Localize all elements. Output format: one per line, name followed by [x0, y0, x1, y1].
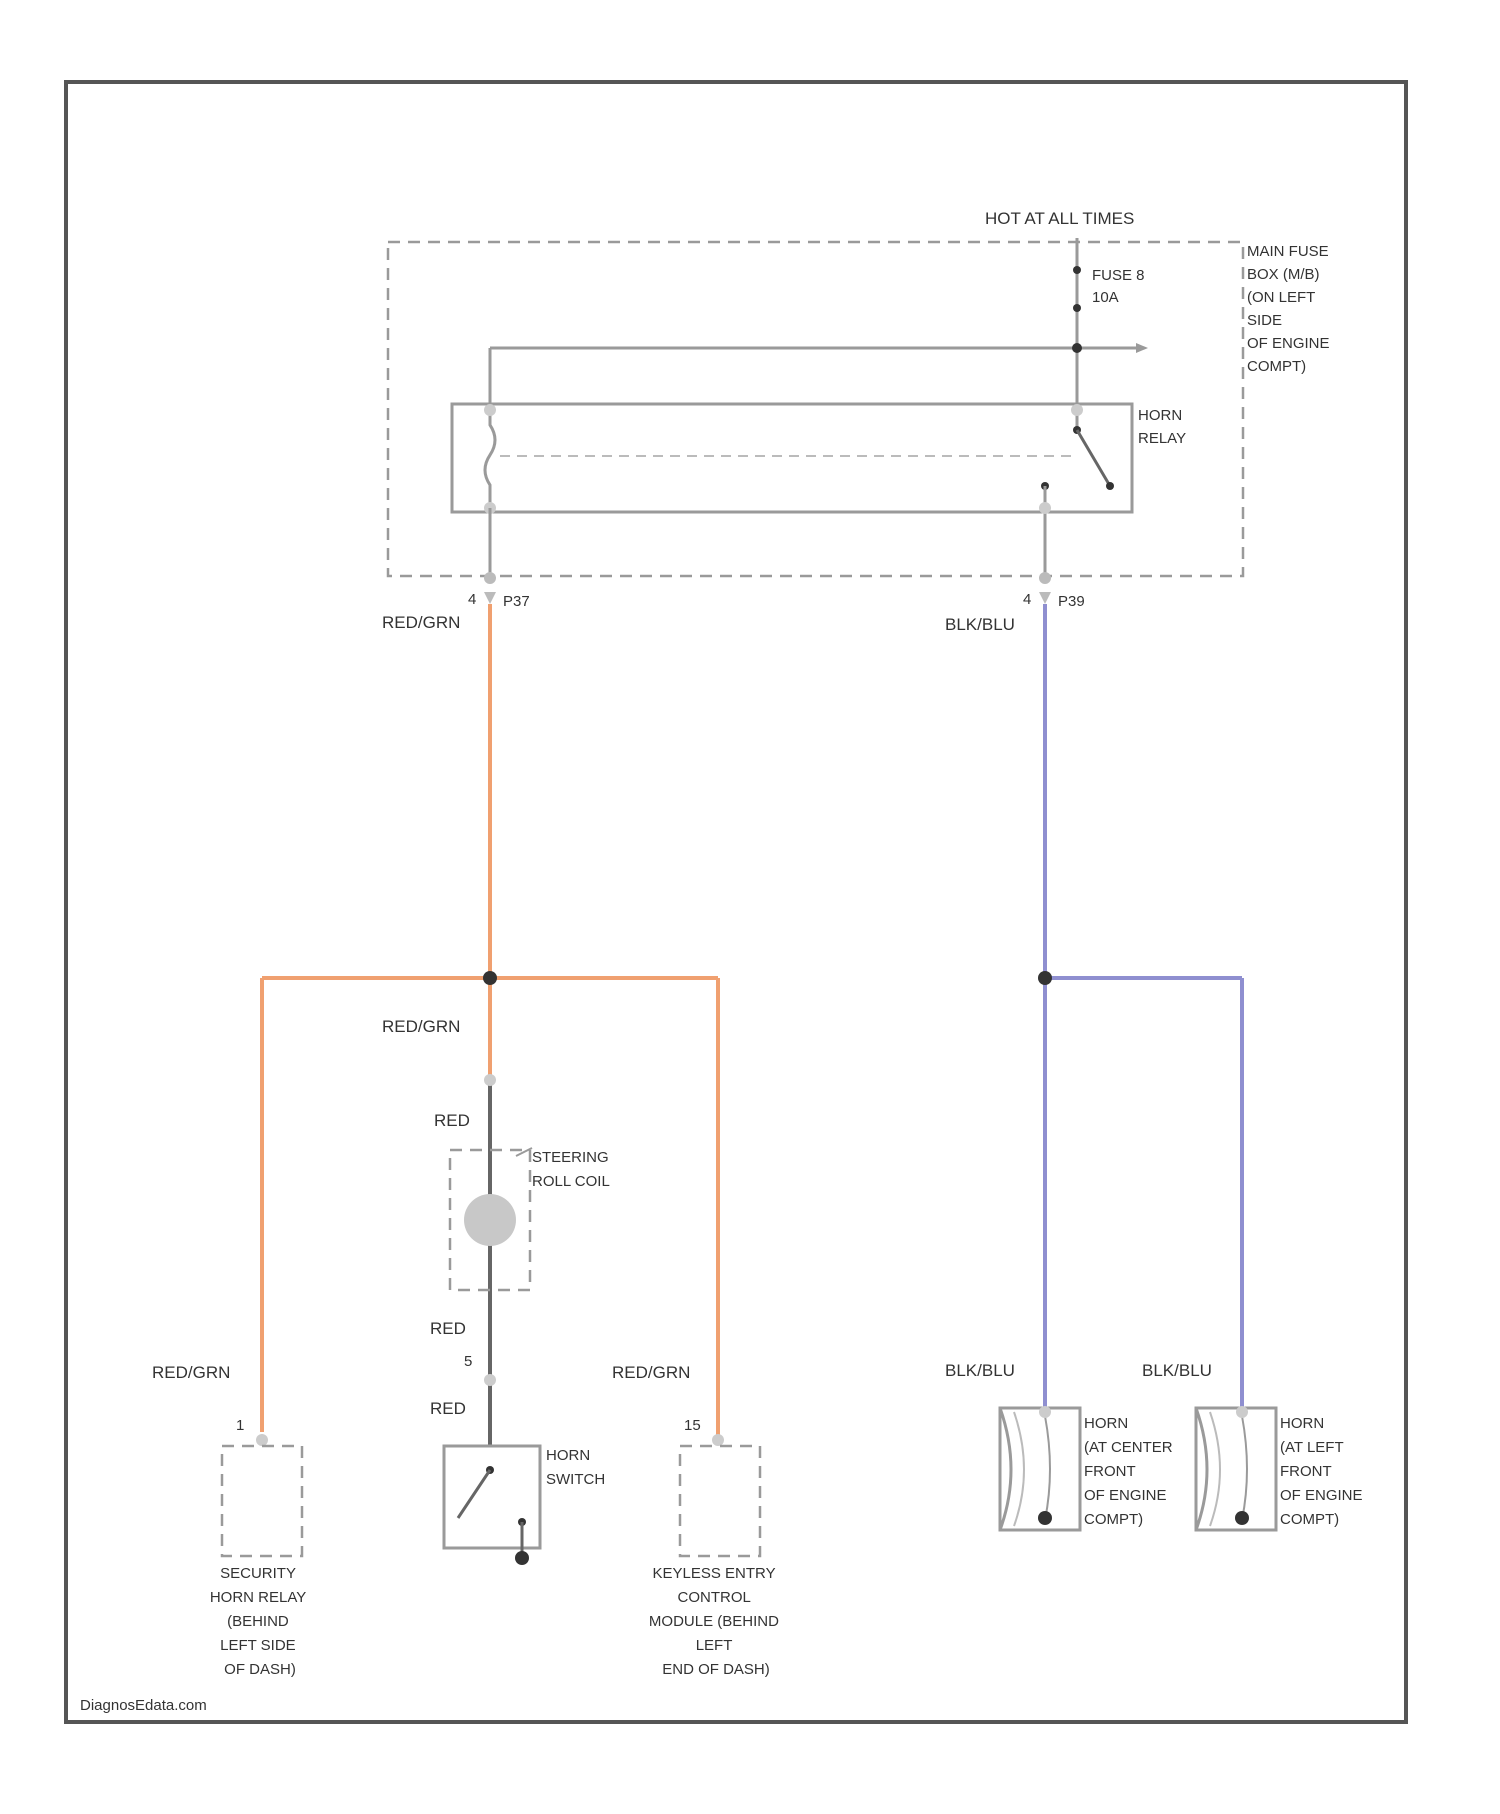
wire-label-blk-blu-left: BLK/BLU — [1142, 1361, 1212, 1380]
relay-output-terminal — [1039, 502, 1051, 514]
main-fuse-box-label: MAIN FUSE BOX (M/B) (ON LEFT SIDE OF ENG… — [1247, 243, 1334, 375]
bus-arrow-icon — [1136, 343, 1148, 353]
pin-1-label: 1 — [236, 1417, 244, 1434]
hot-at-all-times-label: HOT AT ALL TIMES — [985, 209, 1134, 228]
connector-p37-terminal — [484, 572, 496, 584]
connector-p39-icon — [1039, 592, 1051, 604]
fuse-terminal-bottom — [1073, 304, 1081, 312]
wire-label-blk-blu-center: BLK/BLU — [945, 1361, 1015, 1380]
pin-left-number: 4 — [468, 591, 476, 608]
horn-relay-box — [452, 404, 1132, 512]
blk-blu-circuit — [1045, 604, 1242, 1410]
horn-relay-label: HORN RELAY — [1138, 407, 1186, 447]
security-horn-relay-outline — [222, 1446, 302, 1556]
horn-center-label: HORN (AT CENTER FRONT OF ENGINE COMPT) — [1084, 1415, 1177, 1528]
connector-p39-terminal — [1039, 572, 1051, 584]
horn-switch-ground-icon — [515, 1551, 529, 1565]
connector-p39-label: P39 — [1058, 593, 1085, 610]
watermark-text: DiagnosEdata.com — [80, 1697, 207, 1714]
horn-center-icon — [1000, 1408, 1080, 1530]
wire-label-red-2: RED — [430, 1319, 466, 1338]
wire-label-red-1: RED — [434, 1111, 470, 1130]
horn-switch-box — [444, 1446, 540, 1548]
horn-switch-label: HORN SWITCH — [546, 1447, 605, 1488]
horn-left-label: HORN (AT LEFT FRONT OF ENGINE COMPT) — [1280, 1415, 1367, 1528]
security-relay-terminal — [256, 1434, 268, 1446]
relay-switch-top-terminal — [1071, 404, 1083, 416]
security-horn-relay-label: SECURITY HORN RELAY (BEHIND LEFT SIDE OF… — [210, 1565, 310, 1678]
pin-15-label: 15 — [684, 1417, 701, 1434]
relay-switch-tip — [1106, 482, 1114, 490]
keyless-entry-module-outline — [680, 1446, 760, 1556]
blk-blu-splice — [1038, 971, 1052, 985]
pin-right-number: 4 — [1023, 591, 1031, 608]
bus-junction — [1072, 343, 1082, 353]
wire-label-red-grn-mid: RED/GRN — [382, 1017, 460, 1036]
pin-5-label: 5 — [464, 1353, 472, 1370]
wire-label-red-grn-keyless: RED/GRN — [612, 1363, 690, 1382]
fuse-label: FUSE 8 10A — [1092, 267, 1149, 306]
relay-coil-top-terminal — [484, 404, 496, 416]
red-wire-connector-top — [484, 1074, 496, 1086]
fuse-terminal-top — [1073, 266, 1081, 274]
red-wire-connector-bottom — [484, 1374, 496, 1386]
horn-left-ground-icon — [1235, 1511, 1249, 1525]
horn-center-ground-icon — [1038, 1511, 1052, 1525]
steering-roll-coil-label: STEERING ROLL COIL — [532, 1149, 613, 1190]
steering-roll-coil-icon — [464, 1194, 516, 1246]
wire-label-red-3: RED — [430, 1399, 466, 1418]
wire-label-red-grn-top: RED/GRN — [382, 613, 460, 632]
connector-p37-label: P37 — [503, 593, 530, 610]
red-grn-splice — [483, 971, 497, 985]
horn-center-terminal — [1039, 1406, 1051, 1418]
wire-label-blk-blu-top: BLK/BLU — [945, 615, 1015, 634]
horn-left-terminal — [1236, 1406, 1248, 1418]
keyless-module-terminal — [712, 1434, 724, 1446]
keyless-entry-module-label: KEYLESS ENTRY CONTROL MODULE (BEHIND LEF… — [649, 1565, 783, 1678]
connector-p37-icon — [484, 592, 496, 604]
wire-label-red-grn-security: RED/GRN — [152, 1363, 230, 1382]
horn-left-icon — [1196, 1408, 1276, 1530]
